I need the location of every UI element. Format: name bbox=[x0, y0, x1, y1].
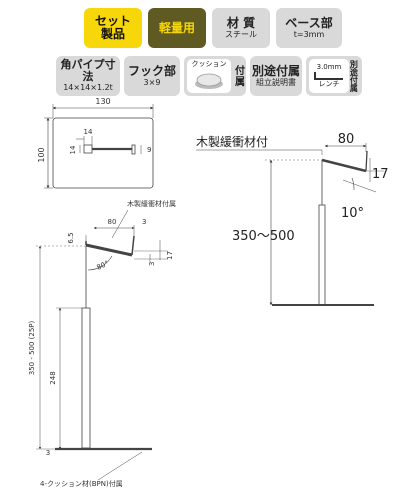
top-tube-v-label: 14 bbox=[69, 145, 77, 154]
badge-cushion-label: クッション bbox=[191, 60, 227, 69]
top-height-label: 100 bbox=[37, 147, 46, 162]
badge-base-value: t=3mm bbox=[293, 30, 325, 40]
hex-wrench-icon bbox=[314, 72, 343, 80]
side-cushion-label: 4-クッション材(BPN)付属 bbox=[40, 479, 123, 488]
side-dim-3b: 3 bbox=[148, 262, 156, 266]
side-pole bbox=[81, 307, 91, 449]
side-base-thk: 3 bbox=[46, 449, 50, 457]
big-height-label: 350～500 bbox=[232, 229, 295, 244]
side-view bbox=[36, 209, 168, 481]
badge-hook: フック部 3×9 bbox=[124, 56, 180, 96]
badge-hook-title: フック部 bbox=[127, 63, 176, 78]
badge-wrench-label: レンチ bbox=[318, 80, 340, 88]
badge-separate: 別途付属 組立説明書 bbox=[250, 56, 302, 96]
badge-wrench-side: 別途付属 bbox=[349, 60, 359, 92]
top-hook-label: 9 bbox=[147, 146, 151, 154]
big-tray-lip bbox=[365, 150, 368, 172]
big-angle-label: 10° bbox=[341, 206, 364, 221]
badge-cushion: クッション 付属 bbox=[184, 56, 246, 96]
badge-pipe: 角パイプ寸法 14×14×1.2t bbox=[56, 56, 120, 96]
badge-set-product: セット 製品 bbox=[84, 8, 142, 48]
top-plate-outline bbox=[52, 117, 154, 189]
big-tray bbox=[321, 158, 367, 173]
side-dim-17: 17 bbox=[166, 251, 174, 260]
side-dim-80: 80 bbox=[108, 218, 117, 226]
side-tray-lip bbox=[131, 235, 135, 256]
badge-base-title: ベース部 bbox=[285, 15, 333, 30]
badge-base: ベース部 t=3mm bbox=[276, 8, 342, 48]
top-tube-label: 14 bbox=[84, 128, 93, 136]
big-wood-label: 木製緩衝材付 bbox=[196, 135, 268, 149]
side-height-range: 350 - 500 (25P) bbox=[28, 320, 36, 375]
badge-light-label: 軽量用 bbox=[158, 20, 195, 35]
badge-material-title: 材 質 bbox=[226, 15, 256, 30]
side-dim-65: 6.5 bbox=[67, 232, 75, 243]
badge-pipe-title: 角パイプ寸法 bbox=[60, 58, 116, 83]
top-tube-square bbox=[83, 144, 93, 154]
badge-hook-value: 3×9 bbox=[143, 78, 161, 88]
cushion-pad-icon bbox=[195, 73, 223, 89]
badge-material-value: スチール bbox=[225, 30, 257, 40]
badge-separate-value: 組立説明書 bbox=[256, 78, 296, 88]
big-view bbox=[196, 143, 384, 306]
badge-lightweight: 軽量用 bbox=[148, 8, 206, 48]
top-hook-end bbox=[131, 144, 136, 155]
side-pole-height: 248 bbox=[49, 371, 57, 384]
side-tray bbox=[85, 243, 133, 257]
big-dim-80: 80 bbox=[338, 132, 355, 147]
badge-set-line1: セット bbox=[94, 14, 131, 29]
badge-cushion-side: 付属 bbox=[232, 65, 244, 87]
side-dim-3a: 3 bbox=[142, 218, 146, 226]
badge-wrench-size: 3.0mm bbox=[316, 62, 342, 71]
side-wood-label: 木製緩衝材付属 bbox=[127, 199, 176, 208]
badge-wrench: 3.0mm レンチ 別途付属 bbox=[306, 56, 362, 96]
top-view bbox=[44, 104, 154, 189]
badge-separate-title: 別途付属 bbox=[251, 63, 300, 78]
badge-material: 材 質 スチール bbox=[212, 8, 270, 48]
big-pole bbox=[318, 204, 326, 306]
top-width-label: 130 bbox=[95, 97, 110, 106]
badge-set-line2: 製品 bbox=[100, 27, 125, 41]
big-dim-17: 17 bbox=[372, 167, 389, 182]
badge-pipe-value: 14×14×1.2t bbox=[63, 83, 113, 93]
